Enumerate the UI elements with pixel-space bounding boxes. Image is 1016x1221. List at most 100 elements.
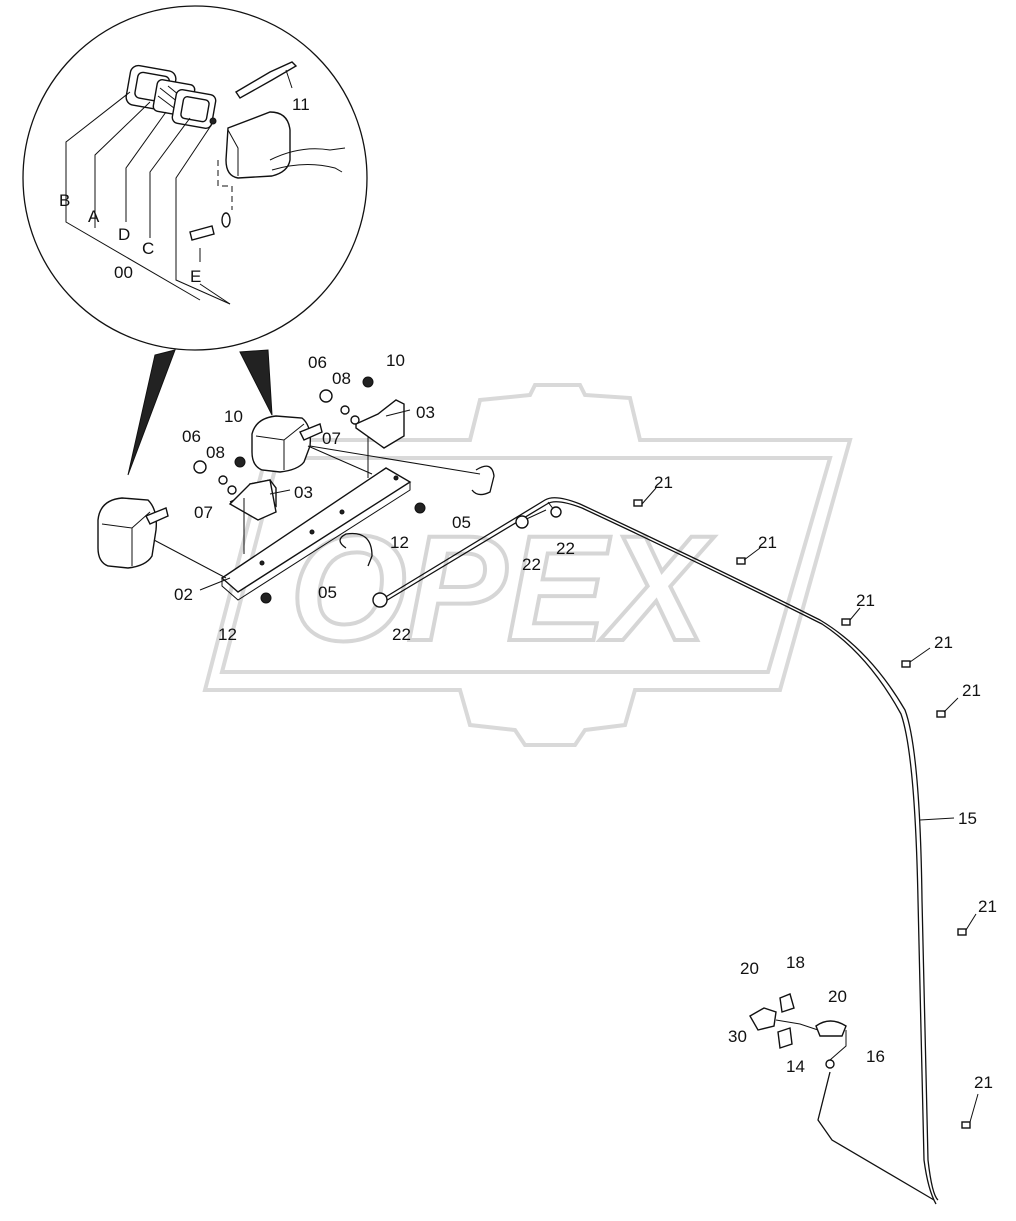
bolt-10b [362,376,374,388]
lamp-left [97,497,158,569]
leader-02 [199,577,231,591]
clip-05a [471,465,495,496]
label-03b: 03 [416,403,435,422]
label-07b: 07 [322,429,341,448]
connector-22b [550,506,562,518]
label-15: 15 [958,809,977,828]
leader-e-base [199,283,231,305]
leader-21e [943,697,959,713]
lamp-left-edge [101,511,151,566]
label-30: 30 [728,1027,747,1046]
label-a: A [88,207,100,226]
label-11: 11 [292,95,310,114]
washer-07b [350,415,360,425]
lamp-housing [225,111,291,179]
label-16: 16 [866,1047,885,1066]
washer-08b [340,405,350,415]
leader-21f [965,913,977,931]
label-07a: 07 [194,503,213,522]
label-12b: 12 [218,625,237,644]
connector-22c [372,592,388,608]
clamp-21f [957,928,967,936]
label-05b: 05 [318,583,337,602]
label-21f: 21 [978,897,997,916]
connector-22a [515,515,529,529]
label-21a: 21 [654,473,673,492]
switch-wires [775,1019,847,1061]
connector-16 [825,1059,835,1069]
label-21c: 21 [856,591,875,610]
leader-b [65,91,201,301]
bracket-bar-02-edge [221,482,411,601]
watermark-gear [202,383,853,747]
leaders [199,409,979,1123]
leader-00 [175,123,231,305]
leader-21c [849,607,861,621]
label-03a: 03 [294,483,313,502]
leader-a [94,101,151,228]
label-22c: 22 [392,625,411,644]
lamp-right [251,415,312,473]
harness-15 [383,497,939,1201]
bolt-10a [234,456,246,468]
nut-06b [319,389,333,403]
label-10b: 10 [386,351,405,370]
part-labels: 06 08 10 07 03 06 08 10 07 03 05 05 12 1… [174,351,997,1092]
label-22b: 22 [556,539,575,558]
line-lamp-right-bar [307,445,373,475]
label-05a: 05 [452,513,471,532]
clamp-21b [736,557,746,565]
watermark-text: OPEX [290,504,715,672]
leader-03a [269,489,291,495]
bracket-11 [235,61,298,99]
label-21g: 21 [974,1073,993,1092]
leader-11 [285,69,293,89]
main-assembly [97,376,495,604]
lamp-left-mount [145,507,169,525]
harness-15-inner [383,501,937,1205]
clamp-21g [961,1121,971,1129]
callout-pointer-left [127,349,176,476]
label-08a: 08 [206,443,225,462]
label-00: 00 [114,263,133,282]
clamp-21e [936,710,946,718]
callout-pointer-right [239,349,273,416]
label-d: D [118,225,130,244]
lamp-housing-edge [227,129,239,176]
clamp-21d [901,660,911,668]
label-20a: 20 [740,959,759,978]
label-06b: 06 [308,353,327,372]
washer-e [221,212,231,228]
label-06a: 06 [182,427,201,446]
gasket-d-inner [180,96,210,123]
label-10a: 10 [224,407,243,426]
bar-hole-1 [259,560,265,566]
clamp-21a [633,499,643,507]
lamp-right-edge [255,423,305,470]
bar-hole-4 [393,475,399,481]
harness-branch-16 [817,1071,935,1201]
bolt-e [189,225,215,241]
label-12a: 12 [390,533,409,552]
leader-c [149,117,191,238]
label-02: 02 [174,585,193,604]
washer-08a [218,475,228,485]
leader-dash [217,160,233,210]
label-18: 18 [786,953,805,972]
detail-view: 11 B A D C 00 E [22,5,368,476]
watermark-frame [219,456,833,674]
label-e: E [190,267,201,286]
plate-03-lower-face [228,479,277,521]
label-21b: 21 [758,533,777,552]
switch-20b [815,1020,847,1037]
clamp-21c [841,618,851,626]
label-21d: 21 [934,633,953,652]
line-clip-05a [309,445,481,475]
washer-07a [227,485,237,495]
bulb-c [209,117,217,125]
detail-circle [22,5,368,351]
wire-harness [372,497,971,1205]
leader-03b [385,409,411,417]
